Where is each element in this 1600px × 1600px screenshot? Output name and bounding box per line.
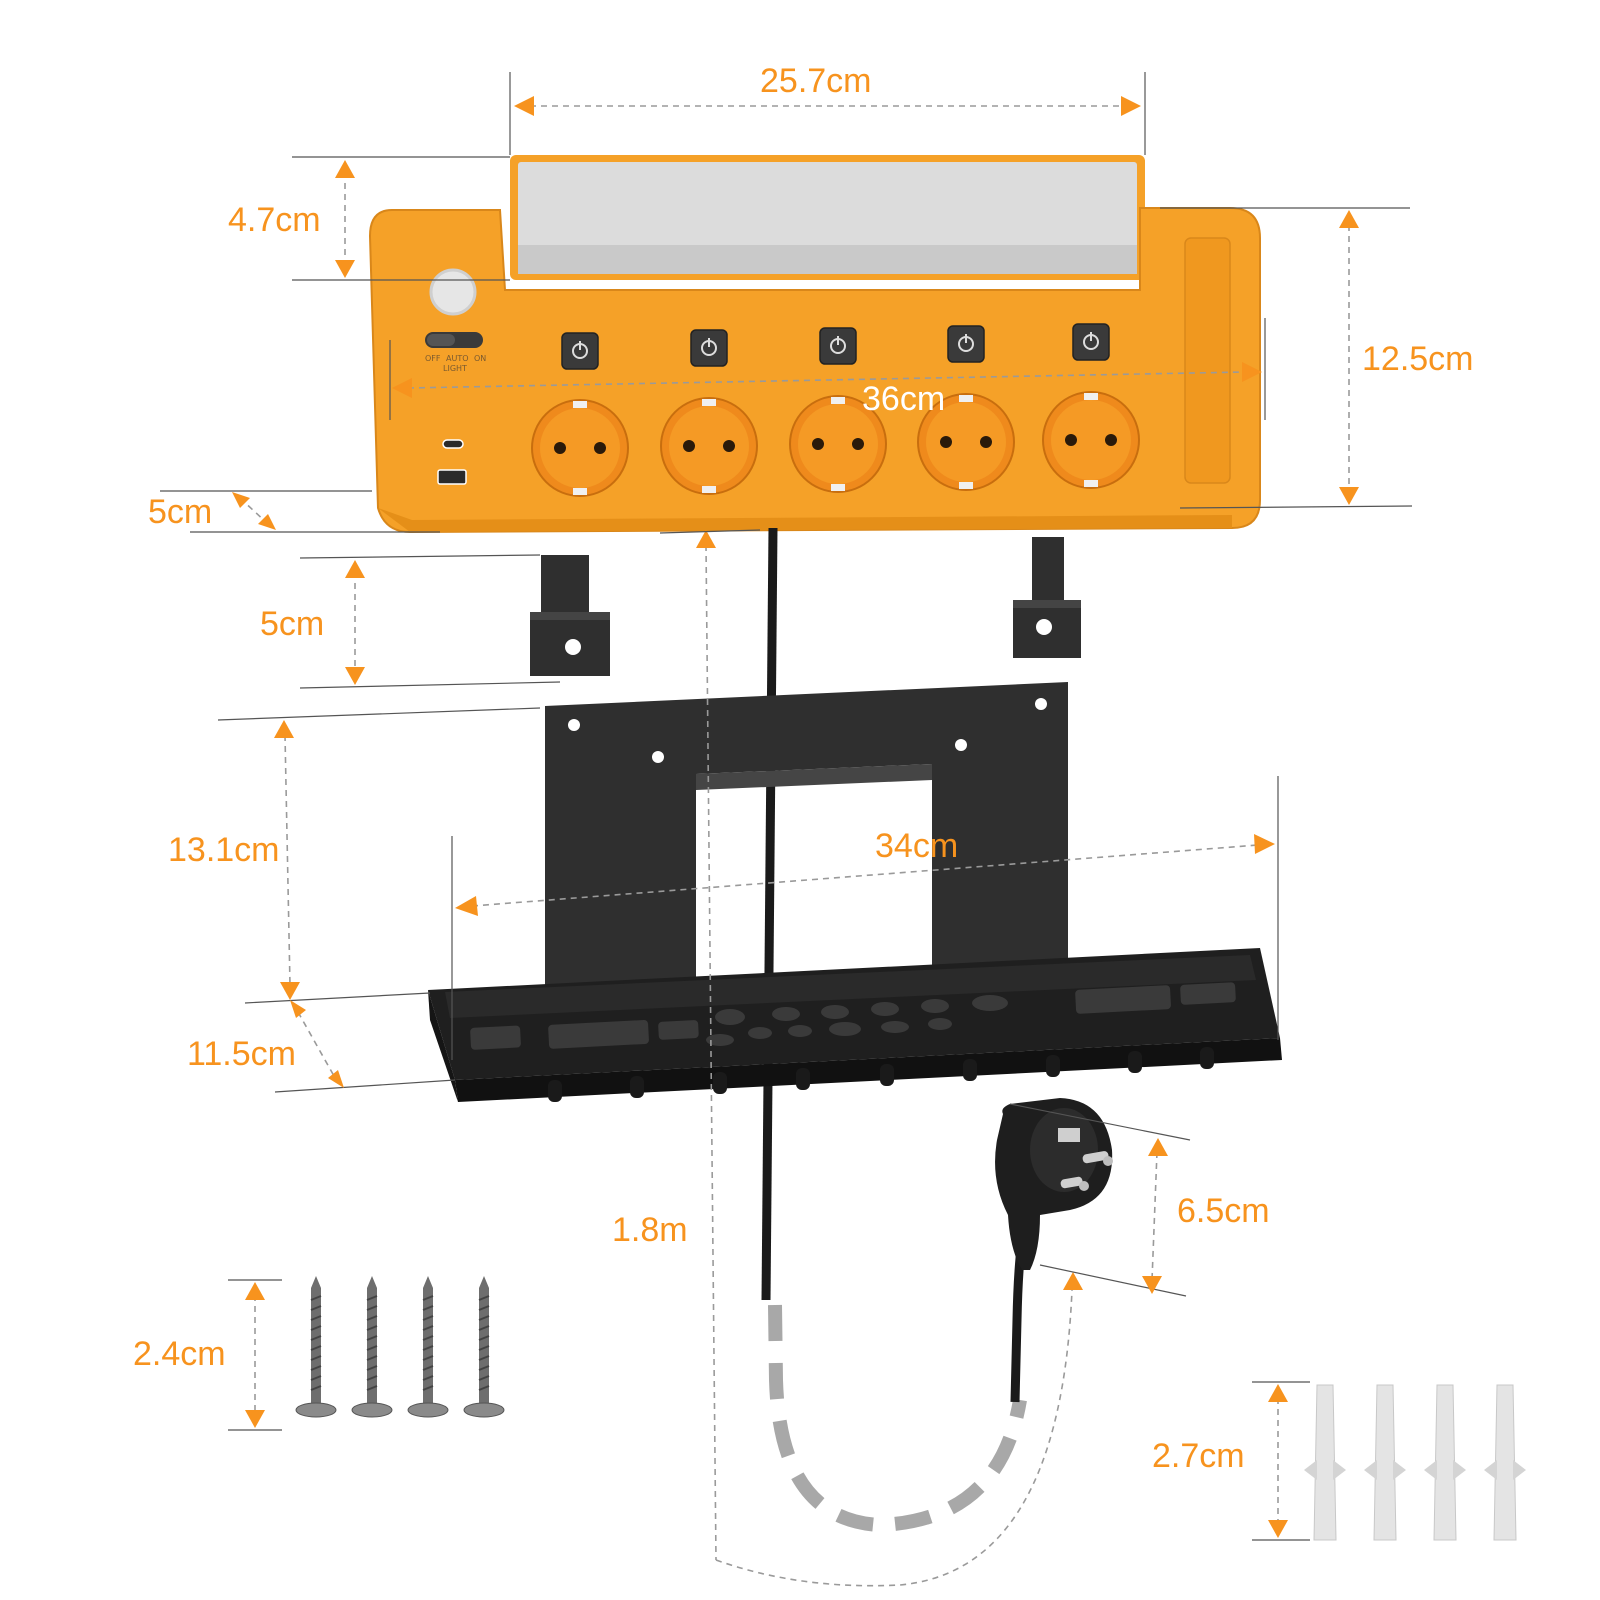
- wall-anchor: [1484, 1384, 1526, 1541]
- wall-clip-left: [530, 555, 610, 676]
- label-bracket-height: 13.1cm: [168, 831, 280, 869]
- side-panel: [1184, 237, 1231, 484]
- switch-label-light: LIGHT: [443, 364, 467, 373]
- power-buttons: [561, 323, 1110, 370]
- dimension-labels: 25.7cm 4.7cm 12.5cm 36cm 5cm 5cm 13.1cm …: [133, 62, 1474, 1475]
- screw: [351, 1276, 393, 1418]
- wall-anchors: [1304, 1384, 1526, 1541]
- motion-sensor-icon: [429, 268, 477, 316]
- label-clip-height: 5cm: [260, 605, 324, 643]
- tray-holes: [706, 995, 1008, 1046]
- cable-coil-dashed: [768, 1304, 1027, 1533]
- schuko-plug: [995, 1098, 1113, 1270]
- label-plug-length: 6.5cm: [1177, 1192, 1270, 1230]
- screw: [407, 1276, 449, 1418]
- label-strip-width: 36cm: [862, 380, 945, 418]
- label-strip-height: 12.5cm: [1362, 340, 1474, 378]
- wall-anchor: [1424, 1384, 1466, 1541]
- socket-1[interactable]: [531, 399, 629, 497]
- switch-label-auto: AUTO: [446, 354, 469, 363]
- label-lamp-height: 4.7cm: [228, 201, 321, 239]
- power-button-5[interactable]: [1072, 323, 1110, 361]
- wall-anchor: [1364, 1384, 1406, 1541]
- socket-4[interactable]: [917, 393, 1015, 491]
- switch-label-on: ON: [474, 354, 486, 363]
- wall-bracket: [545, 682, 1068, 990]
- label-strip-depth: 5cm: [148, 493, 212, 531]
- usb-a-port-icon: [437, 469, 467, 485]
- tray-hooks: [548, 1047, 1214, 1102]
- power-button-3[interactable]: [819, 327, 857, 365]
- power-button-4[interactable]: [947, 325, 985, 363]
- screws: [295, 1276, 505, 1418]
- label-anchor-length: 2.7cm: [1152, 1437, 1245, 1475]
- power-strip: OFF AUTO ON LIGHT: [368, 155, 1261, 534]
- screw: [295, 1276, 337, 1418]
- usb-c-port-icon: [442, 439, 464, 449]
- tray-slots: [470, 982, 1236, 1050]
- label-screw-length: 2.4cm: [133, 1335, 226, 1373]
- label-shelf-width: 34cm: [875, 827, 958, 865]
- label-cable-length: 1.8m: [612, 1211, 688, 1249]
- wall-clip-right: [1013, 537, 1081, 658]
- socket-3[interactable]: [789, 395, 887, 493]
- label-lamp-width: 25.7cm: [760, 62, 872, 100]
- tool-tray: [428, 948, 1282, 1102]
- screw: [463, 1276, 505, 1418]
- mode-switch[interactable]: OFF AUTO ON LIGHT: [425, 332, 486, 373]
- label-shelf-depth: 11.5cm: [187, 1035, 296, 1073]
- dimension-lines: [160, 72, 1413, 1587]
- sockets: [531, 391, 1140, 497]
- power-button-1[interactable]: [561, 332, 599, 370]
- wall-anchor: [1304, 1384, 1346, 1541]
- socket-5[interactable]: [1042, 391, 1140, 489]
- socket-2[interactable]: [660, 397, 758, 495]
- lamp-panel: [510, 155, 1145, 280]
- power-button-2[interactable]: [690, 329, 728, 367]
- switch-label-off: OFF: [425, 354, 441, 363]
